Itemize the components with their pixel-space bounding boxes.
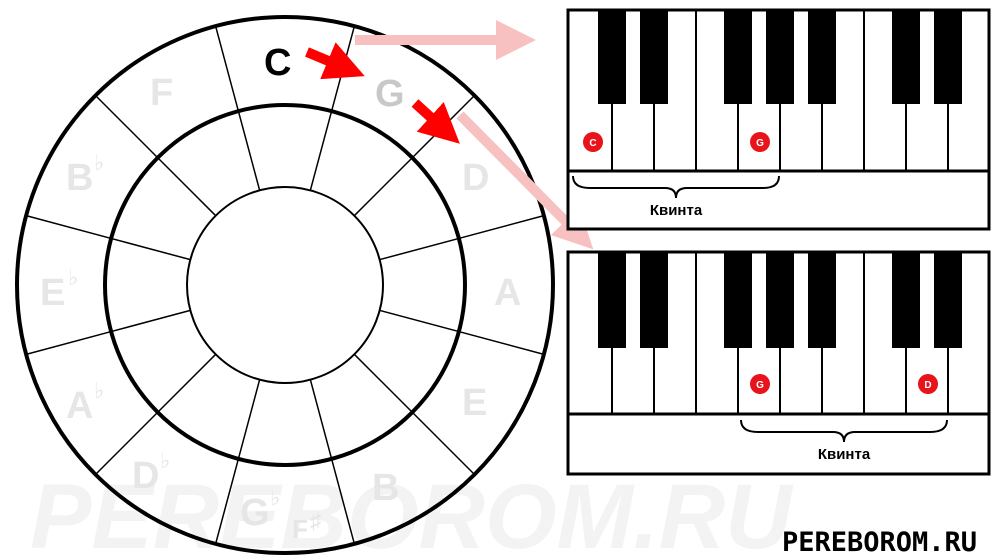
inner-divider (353, 157, 413, 217)
keyboard-top: C G Квинта (566, 8, 991, 231)
note-label-b: B (372, 467, 399, 509)
note-label-d: D (462, 157, 489, 199)
bracket-top-label: Квинта (650, 202, 703, 219)
inner-divider (379, 237, 460, 261)
note-label-b-flat: B (66, 157, 93, 199)
black-key (724, 11, 752, 104)
black-key (640, 253, 668, 348)
accidental-g-flat: ♭ (270, 485, 280, 510)
red-arrow-g-to-d (411, 99, 460, 144)
outer-divider (214, 458, 240, 545)
watermark-text: PEREBOROM.RU (30, 466, 794, 559)
marker-g-label: G (756, 138, 764, 149)
note-label-e-flat: E (40, 272, 65, 314)
black-key (934, 253, 962, 348)
note-label-d-flat: D (132, 455, 159, 497)
inner-ring (186, 186, 384, 384)
outer-ring (15, 15, 555, 555)
outer-divider (458, 214, 545, 240)
outer-divider (458, 330, 545, 356)
black-key (724, 253, 752, 348)
accidental-e-flat: ♭ (68, 265, 78, 290)
red-arrows (305, 42, 460, 144)
outer-divider (214, 25, 240, 112)
inner-divider (110, 309, 191, 333)
middle-ring (103, 103, 467, 467)
marker-g-label: G (756, 380, 764, 391)
bracket-top (572, 175, 780, 199)
accidental-d-flat: ♭ (160, 448, 170, 473)
outer-divider (411, 411, 476, 476)
note-label-g-flat: G (240, 492, 270, 534)
note-label-f: F (150, 72, 173, 114)
inner-divider (237, 379, 261, 460)
keyboard-bottom: G D Квинта (566, 250, 991, 476)
black-key (808, 11, 836, 104)
bracket-bottom (740, 419, 948, 443)
marker-g (750, 374, 770, 394)
outer-divider (94, 94, 159, 159)
outer-divider (25, 214, 112, 240)
black-key (766, 11, 794, 104)
inner-divider (157, 353, 217, 413)
keyboard-top-keys (598, 11, 962, 171)
inner-divider (379, 309, 460, 333)
keyboard-bottom-keys (598, 253, 962, 414)
note-label-a-flat: A (66, 385, 93, 427)
note-label-e: E (462, 382, 487, 424)
circle-rings (15, 15, 555, 555)
marker-c-label: C (589, 138, 596, 149)
marker-d (918, 374, 938, 394)
segment-dividers (25, 25, 545, 545)
outer-divider (25, 330, 112, 356)
inner-divider (157, 157, 217, 217)
accidental-a-flat: ♭ (94, 378, 104, 403)
accidental-f-sharp: ♯ (310, 508, 321, 533)
note-label-g: G (375, 73, 405, 115)
black-key (892, 11, 920, 104)
outer-divider (330, 458, 356, 545)
marker-d-label: D (924, 380, 931, 391)
note-label-a: A (494, 272, 521, 314)
inner-divider (309, 110, 333, 191)
note-label-c: C (264, 42, 291, 84)
inner-divider (309, 379, 333, 460)
site-label: PEREBOROM.RU (782, 527, 977, 558)
black-key (598, 11, 626, 104)
black-key (598, 253, 626, 348)
accidental-b-flat: ♭ (94, 150, 104, 175)
inner-divider (237, 110, 261, 191)
pointer-arrows (355, 20, 594, 250)
note-label-f-sharp: F (292, 514, 308, 544)
bracket-bottom-label: Квинта (818, 446, 871, 463)
marker-c (583, 132, 603, 152)
red-arrow-c-to-g (305, 42, 365, 80)
note-labels: C G D A E B G ♭ F ♯ D ♭ A ♭ E ♭ B ♭ F (40, 42, 521, 544)
black-key (892, 253, 920, 348)
outer-divider (94, 411, 159, 476)
black-key (640, 11, 668, 104)
inner-divider (353, 353, 413, 413)
black-key (766, 253, 794, 348)
black-key (934, 11, 962, 104)
inner-divider (110, 237, 191, 261)
black-key (808, 253, 836, 348)
marker-g (750, 132, 770, 152)
pink-arrow-bottom (456, 111, 594, 250)
